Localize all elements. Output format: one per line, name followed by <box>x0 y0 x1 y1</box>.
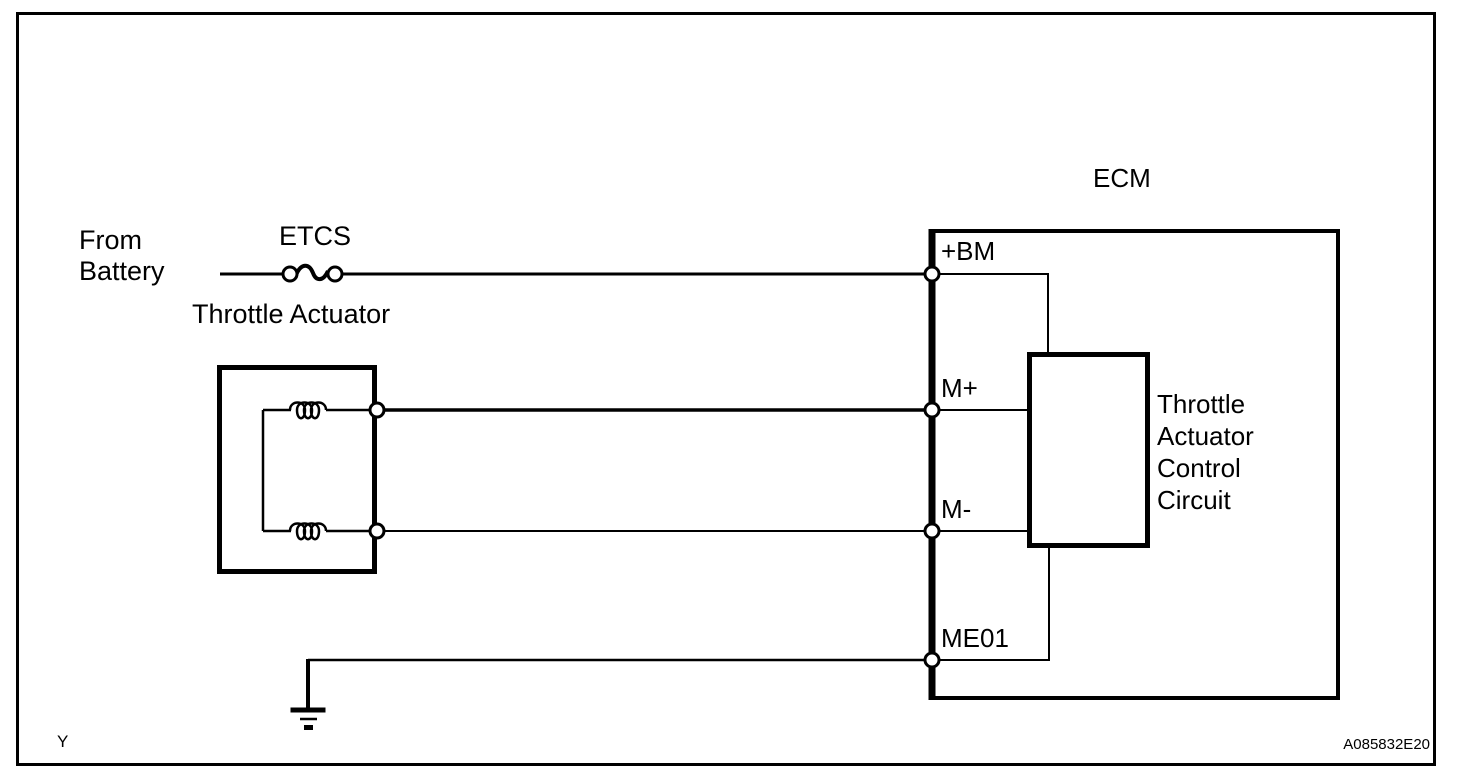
coil-icon-bottom <box>288 522 328 541</box>
ecm-title: ECM <box>1093 163 1151 193</box>
pin-circle-m-minus <box>923 522 941 540</box>
page-marker: Y <box>57 732 69 751</box>
control-circuit-box <box>1027 352 1150 548</box>
control-circuit-label: Throttle Actuator Control Circuit <box>1157 388 1254 516</box>
pin-label-m-minus: M- <box>941 494 972 524</box>
control-circuit-line3: Control <box>1157 453 1241 483</box>
pin-circle-m-plus <box>923 401 941 419</box>
control-circuit-line1: Throttle <box>1157 389 1246 419</box>
battery-source-label: From Battery <box>79 225 165 287</box>
page-frame <box>16 12 1436 766</box>
throttle-actuator-box <box>217 365 377 574</box>
terminal-circle-actuator-top <box>368 401 386 419</box>
pin-circle-bm <box>923 265 941 283</box>
fuse-terminal-circle-left <box>281 265 299 283</box>
fuse-terminal-circle-right <box>326 265 344 283</box>
pin-label-m-plus: M+ <box>941 373 978 403</box>
me01-internal-wire <box>935 546 1050 661</box>
terminal-circle-actuator-bottom <box>368 522 386 540</box>
coil-icon-top <box>288 401 328 420</box>
control-circuit-line2: Actuator <box>1157 421 1254 451</box>
figure-code: A085832E20 <box>1343 736 1430 753</box>
throttle-actuator-label: Throttle Actuator <box>192 299 391 329</box>
battery-source-line2: Battery <box>79 256 165 286</box>
bm-internal-wire <box>935 273 1049 355</box>
ground-icon <box>290 659 326 730</box>
battery-source-line1: From <box>79 225 142 255</box>
control-circuit-line4: Circuit <box>1157 485 1231 515</box>
fuse-icon <box>294 263 330 282</box>
pin-circle-me01 <box>923 651 941 669</box>
pin-label-bm: +BM <box>941 236 996 266</box>
fuse-label: ETCS <box>279 221 352 251</box>
pin-label-me01: ME01 <box>941 623 1009 653</box>
